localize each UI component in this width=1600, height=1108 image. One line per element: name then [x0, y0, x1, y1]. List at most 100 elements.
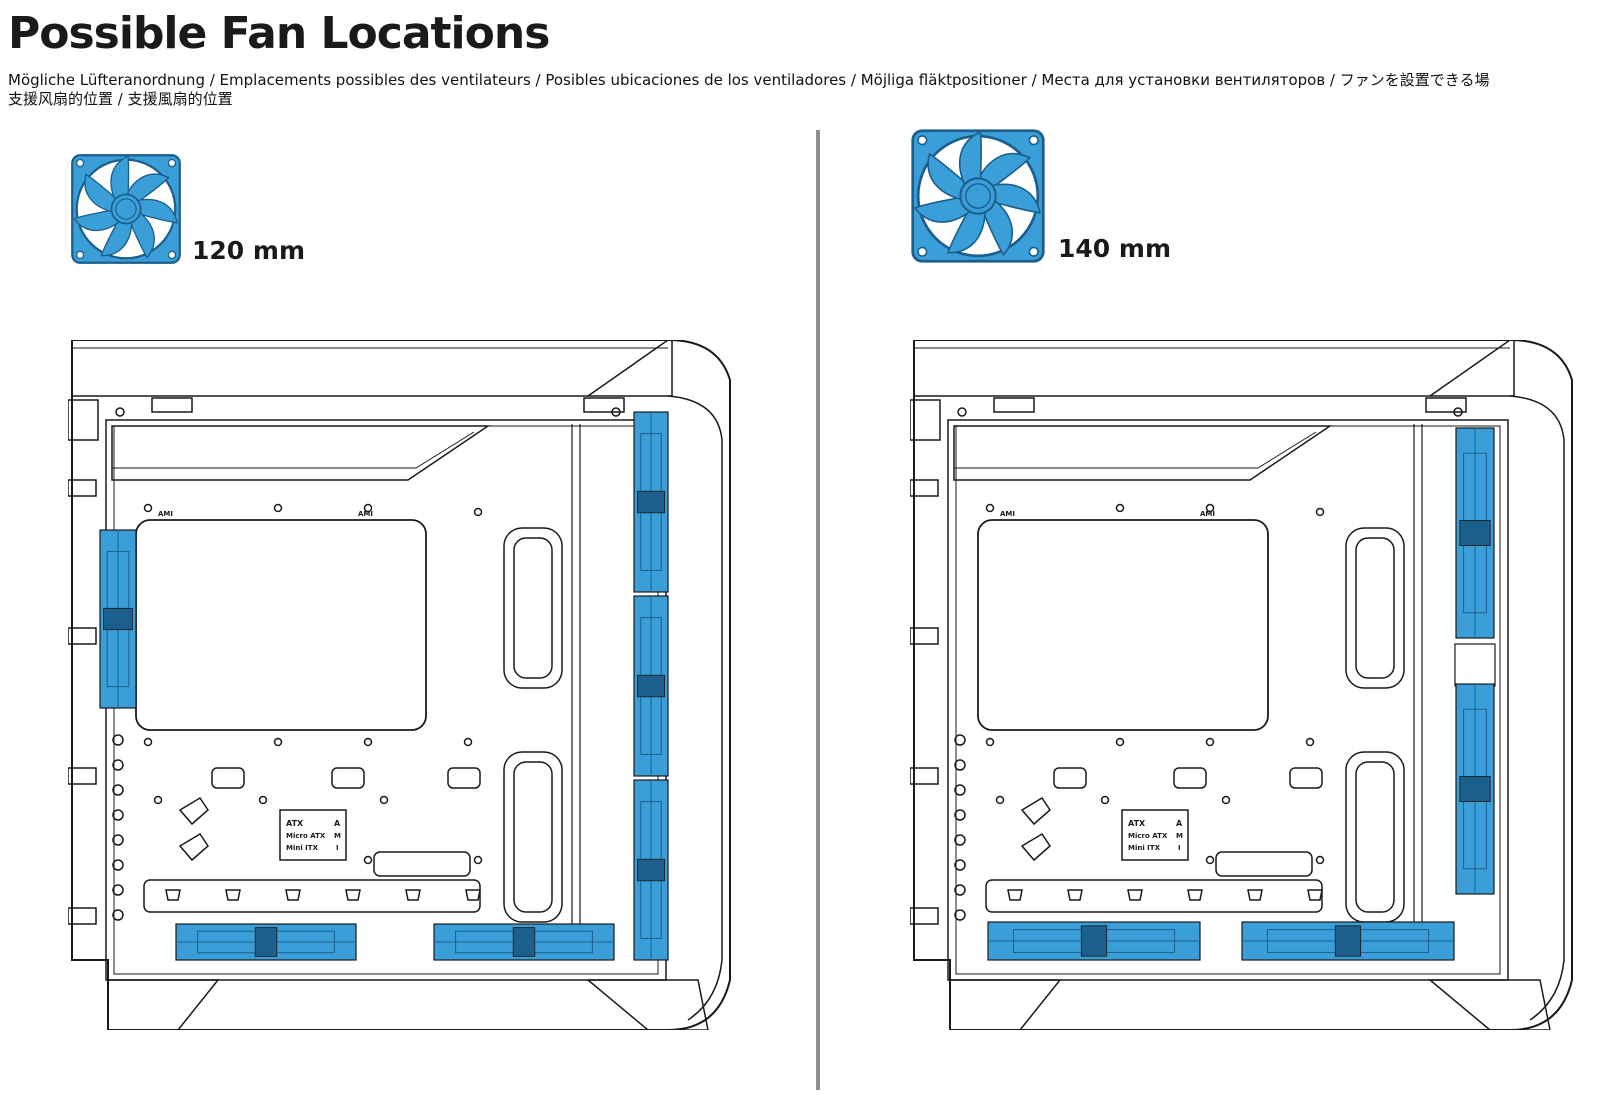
label-micro-atx: Micro ATX	[286, 832, 326, 840]
cable-hole	[331, 767, 365, 789]
case-foot-rear	[949, 979, 1062, 1030]
top-clip	[993, 397, 1035, 413]
rear-io-top	[68, 399, 99, 441]
label-code-a: A	[1176, 819, 1183, 828]
expansion-slot-screw	[112, 859, 124, 871]
bottom-cable-hole	[373, 851, 471, 877]
label-code-i: I	[1178, 844, 1181, 852]
motherboard-standoff	[985, 503, 995, 513]
label-atx: ATX	[286, 819, 304, 828]
motherboard-standoff	[473, 855, 483, 865]
expansion-slot-screw	[112, 759, 124, 771]
shroud-tab	[1127, 889, 1143, 901]
cpu-cutout	[977, 519, 1269, 731]
grommet-upper-inner	[1355, 537, 1395, 679]
shroud-tab	[285, 889, 301, 901]
shroud-tab	[465, 889, 481, 901]
case-foot-front	[585, 979, 709, 1030]
label-micro-atx: Micro ATX	[1128, 832, 1168, 840]
motherboard-standoff	[363, 503, 373, 513]
shroud-tab	[165, 889, 181, 901]
motherboard-standoff	[995, 795, 1005, 805]
expansion-slot-screw	[112, 834, 124, 846]
expansion-slot-screw	[954, 884, 966, 896]
fan-screw-hole	[75, 250, 85, 260]
subtitle-chinese: 支援风扇的位置 / 支援風扇的位置	[8, 90, 233, 108]
shroud-tab	[1307, 889, 1323, 901]
grommet-lower-inner	[1355, 761, 1395, 913]
fan-120mm-icon	[71, 154, 181, 264]
fan-hub-ring	[115, 198, 137, 220]
motherboard-standoff	[1305, 737, 1315, 747]
subtitle-multilingual: Mögliche Lüfteranordnung / Emplacements …	[8, 71, 1490, 89]
front-gap-bracket	[1454, 643, 1496, 687]
form-factor-plate	[279, 809, 347, 861]
fan-side-horizontal	[987, 921, 1201, 961]
grommet-lower	[503, 751, 563, 923]
shroud-tab	[1247, 889, 1263, 901]
case-top-panel	[71, 340, 673, 397]
fan-blade	[927, 152, 972, 201]
fan-blade	[913, 195, 972, 223]
rear-bracket	[910, 479, 939, 497]
case-front-bezel	[587, 340, 723, 1021]
motherboard-standoff	[463, 737, 473, 747]
fan-hub-ring	[965, 183, 991, 209]
fan-screw-hole	[75, 158, 85, 168]
motherboard-standoff	[273, 503, 283, 513]
motherboard-standoff	[379, 795, 389, 805]
fan-blade	[988, 183, 1042, 214]
motherboard-standoff	[1115, 503, 1125, 513]
motherboard-standoff	[985, 737, 995, 747]
motherboard-standoff	[258, 795, 268, 805]
fan-screw-hole	[917, 135, 928, 146]
top-screw	[957, 407, 967, 417]
fan-screw-hole	[167, 158, 177, 168]
rear-bracket	[68, 627, 97, 645]
bottom-shroud	[985, 879, 1323, 913]
motherboard-standoff	[143, 737, 153, 747]
fan-side-vertical	[1455, 427, 1495, 639]
rear-bracket	[910, 907, 939, 925]
expansion-slot-screw	[112, 734, 124, 746]
grommet-upper-inner	[513, 537, 553, 679]
fan-side-vertical	[1455, 683, 1495, 895]
shroud-tab	[405, 889, 421, 901]
motherboard-standoff	[143, 503, 153, 513]
fan-side-vertical	[633, 411, 669, 593]
top-clip	[1425, 397, 1467, 413]
label-mini-itx: Mini ITX	[1128, 844, 1161, 852]
fan-blade	[110, 155, 130, 202]
motherboard-standoff	[363, 737, 373, 747]
expansion-slot-screw	[112, 884, 124, 896]
expansion-slot-screw	[112, 909, 124, 921]
fan-side-vertical	[633, 595, 669, 777]
shroud-tab	[1187, 889, 1203, 901]
label-ami: AMI	[158, 510, 173, 518]
expansion-slot-screw	[954, 909, 966, 921]
rear-io-top	[910, 399, 941, 441]
cable-hole	[1173, 767, 1207, 789]
top-shroud	[111, 425, 491, 481]
top-shroud	[953, 425, 1333, 481]
fan-screw-hole	[1028, 135, 1039, 146]
expansion-slot-screw	[954, 859, 966, 871]
motherboard-standoff	[1100, 795, 1110, 805]
motherboard-standoff	[1205, 503, 1215, 513]
rear-bracket	[68, 907, 97, 925]
motherboard-standoff	[1205, 737, 1215, 747]
expansion-slot-screw	[112, 784, 124, 796]
top-screw	[115, 407, 125, 417]
label-ami: AMI	[1000, 510, 1015, 518]
size-label-140mm: 140 mm	[1058, 234, 1171, 263]
expansion-slot-screw	[954, 784, 966, 796]
shroud-tab	[345, 889, 361, 901]
motherboard-standoff	[1315, 855, 1325, 865]
chassis-frame	[947, 419, 1509, 981]
size-label-120mm: 120 mm	[192, 236, 305, 265]
rear-bracket	[68, 479, 97, 497]
rear-bracket	[910, 627, 939, 645]
panel-divider	[816, 130, 820, 1090]
